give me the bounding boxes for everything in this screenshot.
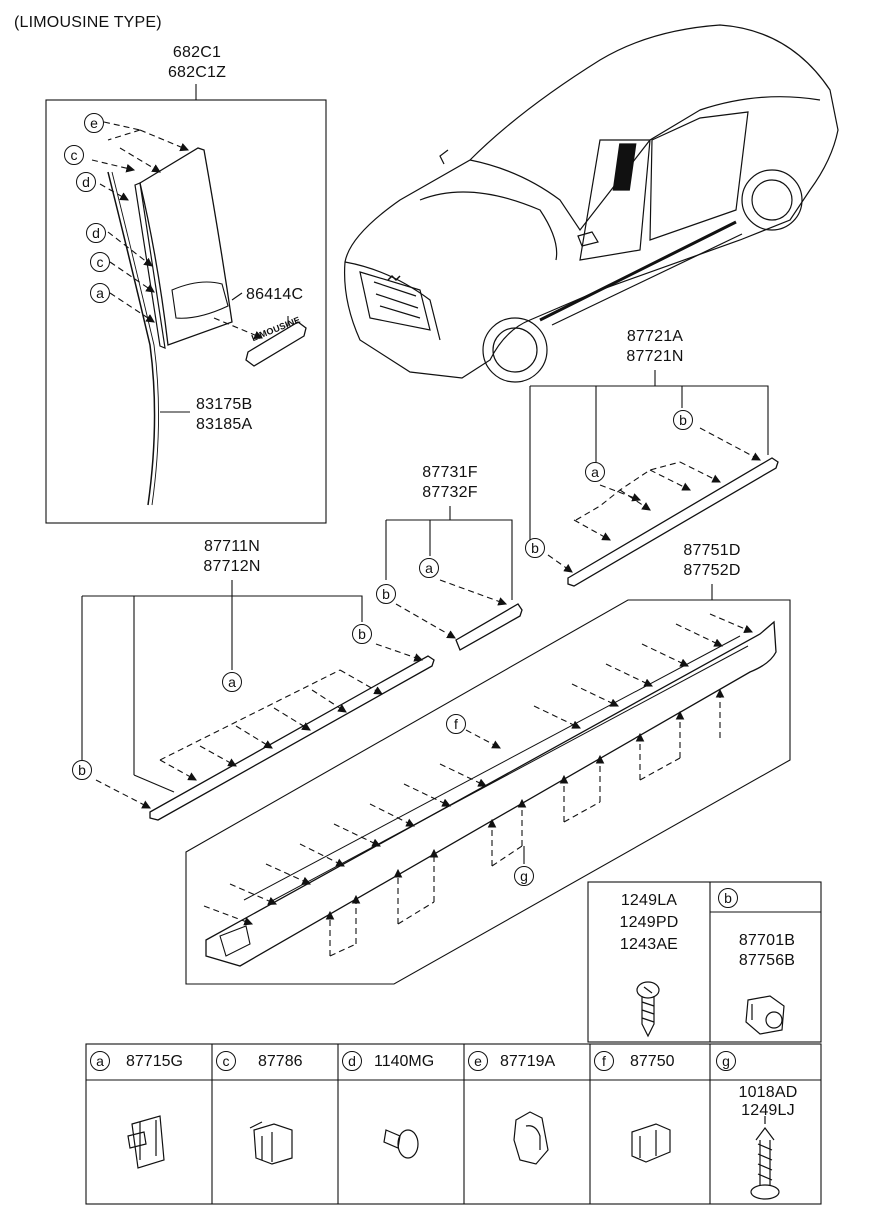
clip-e-drawing [513,1111,549,1165]
fastener-table [85,1043,822,1205]
table-part-1140MG: 1140MG [374,1053,435,1070]
callout-g: g [514,866,534,886]
table-part-87750: 87750 [630,1053,675,1070]
callout-d: d [86,223,106,243]
label-87711N: 87711N [203,538,261,555]
callout-a: a [419,558,439,578]
label-87751D: 87751D [683,542,741,559]
weatherstrip-line [107,171,156,506]
limousine-emblem [245,321,307,367]
label-1243AE: 1243AE [619,936,679,953]
callout-c: c [90,252,110,272]
table-part-1249LJ: 1249LJ [741,1102,795,1119]
label-83175B: 83175B [196,396,253,413]
table-key-d: d [342,1051,362,1071]
label-682C1Z: 682C1Z [167,64,227,81]
table-key-e: e [468,1051,488,1071]
label-682C1: 682C1 [172,44,222,61]
table-part-87786: 87786 [258,1053,303,1070]
pillar-box [45,84,327,524]
clip-f-drawing [631,1123,671,1163]
table-key-a: a [90,1051,110,1071]
label-1249LA: 1249LA [620,892,678,909]
callout-b: b [718,888,738,908]
clip-b-drawing [745,995,785,1035]
callout-b: b [525,538,545,558]
callout-b: b [673,410,693,430]
label-87721N: 87721N [626,348,684,365]
label-1249PD: 1249PD [619,914,679,931]
label-86414C: 86414C [246,286,304,303]
front-door-molding-group [81,580,435,821]
callout-b: b [352,624,372,644]
tapping-screw-drawing [636,981,660,1038]
callout-e: e [84,113,104,133]
callout-c: c [64,145,84,165]
pillar-garnish-panel [139,147,233,346]
table-key-g: g [716,1051,736,1071]
pillar-garnish-window [171,281,229,319]
table-part-87715G: 87715G [126,1053,183,1070]
front-wheel [482,317,548,383]
callout-f: f [446,714,466,734]
side-sill-part [205,620,777,967]
screw-g-drawing [750,1116,780,1200]
callout-b: b [72,760,92,780]
small-molding-group [385,506,523,651]
label-87756B: 87756B [738,952,796,969]
callout-a: a [222,672,242,692]
table-part-1018AD: 1018AD [738,1084,798,1101]
callout-d: d [76,172,96,192]
screw-box [587,881,822,1043]
side-sill-group [185,584,791,985]
label-87701B: 87701B [738,932,796,949]
front-door-molding-part [149,655,435,821]
label-87732F: 87732F [422,484,478,501]
label-87712N: 87712N [203,558,261,575]
label-87721A: 87721A [626,328,684,345]
callout-b: b [376,584,396,604]
label-87752D: 87752D [683,562,741,579]
label-87731F: 87731F [422,464,478,481]
callout-a: a [585,462,605,482]
table-key-c: c [216,1051,236,1071]
label-83185A: 83185A [196,416,253,433]
small-molding-part [455,603,523,651]
callout-a: a [90,283,110,303]
rear-door-molding-group [529,370,779,587]
table-key-f: f [594,1051,614,1071]
diagram-title: (LIMOUSINE TYPE) [14,14,162,31]
clip-c-drawing [249,1121,293,1165]
car-illustration [344,24,839,383]
table-part-87719A: 87719A [500,1053,556,1070]
rear-door-molding-part [567,457,779,587]
pin-d-drawing [383,1129,419,1159]
clip-a-drawing [127,1115,165,1169]
rear-wheel [741,169,803,231]
